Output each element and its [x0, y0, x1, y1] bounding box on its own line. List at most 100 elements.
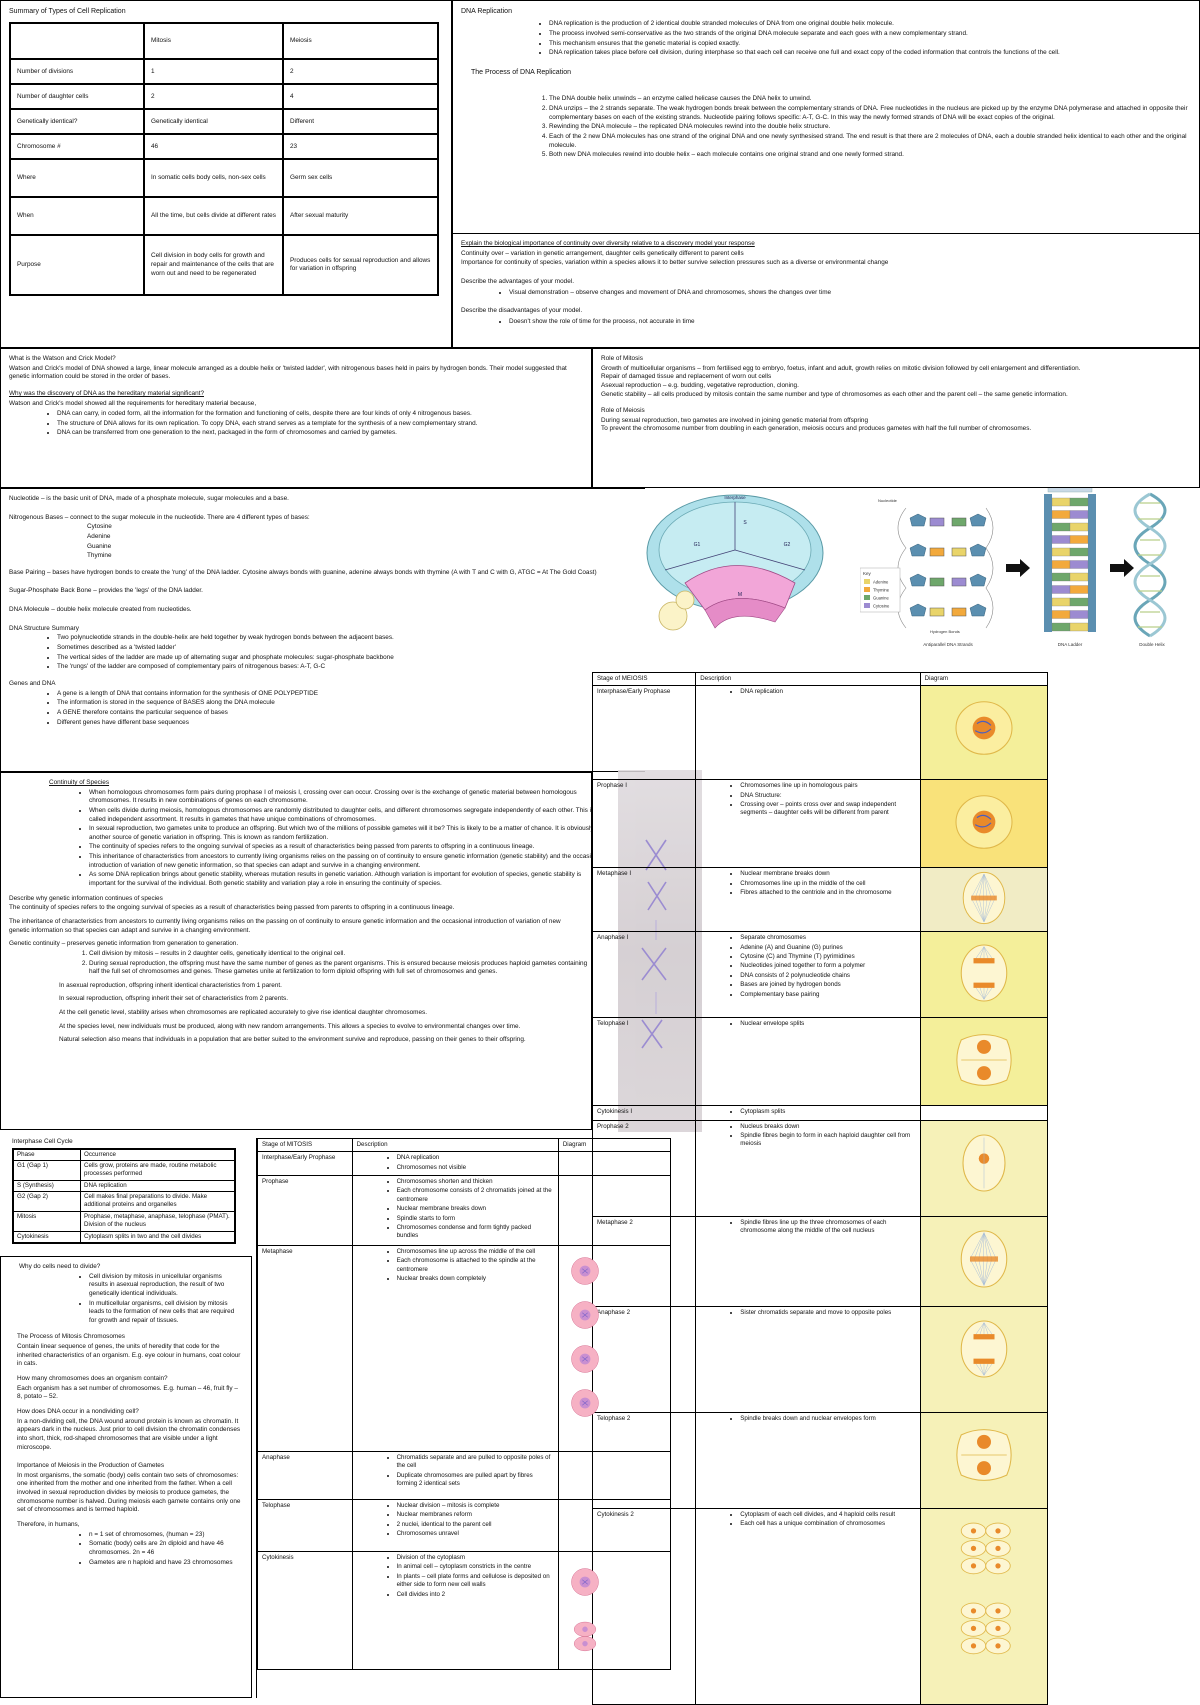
interphase-cell: Cells grow, proteins are made, routine m… — [80, 1160, 236, 1181]
mitosis-row: CytokinesisDivision of the cytoplasmIn a… — [257, 1551, 672, 1671]
cycle-label-m: M — [738, 592, 742, 598]
cell-diagram-icon — [956, 1428, 1012, 1481]
meiosis-diagram — [919, 1411, 1049, 1509]
summary-cell: 2 — [143, 83, 284, 111]
dna-replication-step: DNA unzips – the 2 strands separate. The… — [549, 105, 1191, 122]
mitosis-desc-item: Chromatids separate and are pulled to op… — [397, 1454, 554, 1471]
meiosis-diagram — [919, 1507, 1049, 1705]
arrow-icon — [1110, 559, 1134, 577]
cell-diagram-icon — [962, 872, 1006, 925]
interphase-title: Interphase Cell Cycle — [12, 1138, 73, 1145]
meiosis-desc-list: Separate chromosomesAdenine (A) and Guan… — [700, 934, 915, 999]
humans-title: Therefore, in humans, — [17, 1521, 80, 1529]
model-question: Explain the biological importance of con… — [461, 240, 755, 247]
chromosome-title: The Process of Mitosis Chromosomes — [17, 1333, 125, 1341]
dna-ladder — [1044, 488, 1096, 632]
dna-replication-step: Both new DNA molecules rewind into doubl… — [549, 151, 1191, 160]
cell-diagram-icon — [960, 1522, 1011, 1574]
cell-cycle-diagram: G1 S G2 M Interphase — [646, 494, 824, 631]
meiosis-row: Cytokinesis ICytoplasm splits — [591, 1105, 1049, 1121]
cell-diagram-icon — [571, 1301, 599, 1329]
meiosis-desc-item: Cytosine (C) and Thymine (T) pyrimidines — [740, 953, 915, 961]
mitosis-desc-item: Chromosomes shorten and thicken — [397, 1178, 554, 1186]
meiosis-desc: Nucleus breaks downSpindle fibres begin … — [695, 1119, 921, 1217]
meiosis-desc-item: Spindle breaks down and nuclear envelope… — [740, 1415, 915, 1423]
nucleotide-panel: Nucleotide – is the basic unit of DNA, m… — [0, 488, 645, 772]
genes-title: Genes and DNA — [9, 679, 56, 687]
meiosis-row: Anaphase ISeparate chromosomesAdenine (A… — [591, 931, 1049, 1019]
mitosis-diagram — [557, 1151, 672, 1177]
meiosis-desc: DNA replication — [695, 685, 921, 781]
meiosis-desc: Cytoplasm of each cell divides, and 4 ha… — [695, 1507, 921, 1705]
summary-cell: Purpose — [9, 234, 145, 297]
meiosis-desc-item: DNA consists of 2 polynucleotide chains — [740, 972, 915, 980]
watson-crick-bullet: The structure of DNA allows for its own … — [57, 420, 583, 429]
dna-summary-item: The 'rungs' of the ladder are composed o… — [57, 663, 637, 672]
asexual-line: In asexual reproduction, offspring inher… — [59, 981, 282, 989]
continuity-bullet: When cells divide during meiosis, homolo… — [89, 807, 591, 824]
humans-item: Somatic (body) cells are 2n diploid and … — [89, 1540, 239, 1557]
summary-header-cell: Meiosis — [282, 22, 439, 61]
summary-cell: 2 — [282, 58, 439, 86]
role-meiosis-title: Role of Meiosis — [601, 407, 645, 415]
cell-level-line: At the cell genetic level, stability ari… — [59, 1009, 427, 1017]
nondividing-title: How does DNA occur in a nondividing cell… — [17, 1407, 139, 1415]
hydrogen-bond-label: Hydrogen Bonds — [930, 629, 960, 634]
summary-cell: 1 — [143, 58, 284, 86]
meiosis-desc-item: Spindle fibres line up the three chromos… — [740, 1219, 915, 1236]
mitosis-stage: Telophase — [257, 1499, 353, 1553]
role-mitosis-line: Genetic stability – all cells produced b… — [601, 390, 1068, 398]
meiosis-desc-item: Bases are joined by hydrogen bonds — [740, 981, 915, 989]
meiosis-importance-title: Importance of Meiosis in the Production … — [17, 1462, 165, 1470]
meiosis-stage: Metaphase I — [591, 867, 697, 933]
cycle-label-interphase: Interphase — [724, 495, 746, 500]
mitosis-desc-item: Cell divides into 2 — [397, 1591, 554, 1599]
mitosis-desc: Division of the cytoplasmIn animal cell … — [351, 1551, 559, 1671]
dna-replication-bullet: DNA replication takes place before cell … — [549, 49, 1191, 58]
caption-ladder: DNA Ladder — [1058, 642, 1083, 647]
cell-diagram-icon — [571, 1345, 599, 1373]
mitosis-desc-item: Nuclear membranes reform — [397, 1511, 554, 1519]
role-meiosis-line: During sexual reproduction, two gametes … — [601, 416, 869, 424]
continuity-desc-title: Describe why genetic information continu… — [9, 894, 163, 902]
why-divide-list: Cell division by mitosis in unicellular … — [9, 1273, 239, 1326]
dna-replication-step: Rewinding the DNA molecule – the replica… — [549, 123, 1191, 132]
meiosis-row: Metaphase INuclear membrane breaks downC… — [591, 867, 1049, 933]
summary-cell: All the time, but cells divide at differ… — [143, 196, 284, 237]
humans-list: n = 1 set of chromosomes, (human = 23)So… — [9, 1531, 239, 1568]
meiosis-desc: Spindle breaks down and nuclear envelope… — [695, 1411, 921, 1509]
meiosis-desc: Chromosomes line up in homologous pairsD… — [695, 779, 921, 869]
summary-cell: Cell division in body cells for growth a… — [143, 234, 284, 297]
mitosis-desc-item: In plants – cell plate forms and cellulo… — [397, 1573, 554, 1590]
dna-replication-bullet: This mechanism ensures that the genetic … — [549, 40, 1191, 49]
sugar-backbone: Sugar-Phosphate Back Bone – provides the… — [9, 587, 203, 595]
mitosis-row: ProphaseChromosomes shorten and thickenE… — [257, 1175, 672, 1247]
mitosis-stage: Interphase/Early Prophase — [257, 1151, 353, 1177]
meiosis-desc: Nuclear membrane breaks downChromosomes … — [695, 867, 921, 933]
meiosis-row: Prophase IChromosomes line up in homolog… — [591, 779, 1049, 869]
mitosis-stage: Cytokinesis — [257, 1551, 353, 1671]
mitosis-diagram — [557, 1551, 672, 1671]
meiosis-diagram — [919, 1017, 1049, 1107]
sexual-line: In sexual reproduction, offspring inheri… — [59, 995, 288, 1003]
base-item: Thymine — [87, 552, 112, 560]
interphase-cell: Prophase, metaphase, anaphase, telophase… — [80, 1210, 236, 1232]
summary-cell: When — [9, 196, 145, 237]
meiosis-stage: Prophase I — [591, 779, 697, 869]
meiosis-desc-item: Complementary base pairing — [740, 991, 915, 999]
key-swatch — [864, 579, 870, 584]
roles-panel: Role of Mitosis Growth of multicellular … — [592, 348, 1200, 488]
role-mitosis-title: Role of Mitosis — [601, 355, 643, 362]
summary-cell: Genetically identical? — [9, 108, 145, 136]
meiosis-desc-item: Nucleotides joined together to form a po… — [740, 962, 915, 970]
cell-diagram-icon — [960, 944, 1008, 1002]
